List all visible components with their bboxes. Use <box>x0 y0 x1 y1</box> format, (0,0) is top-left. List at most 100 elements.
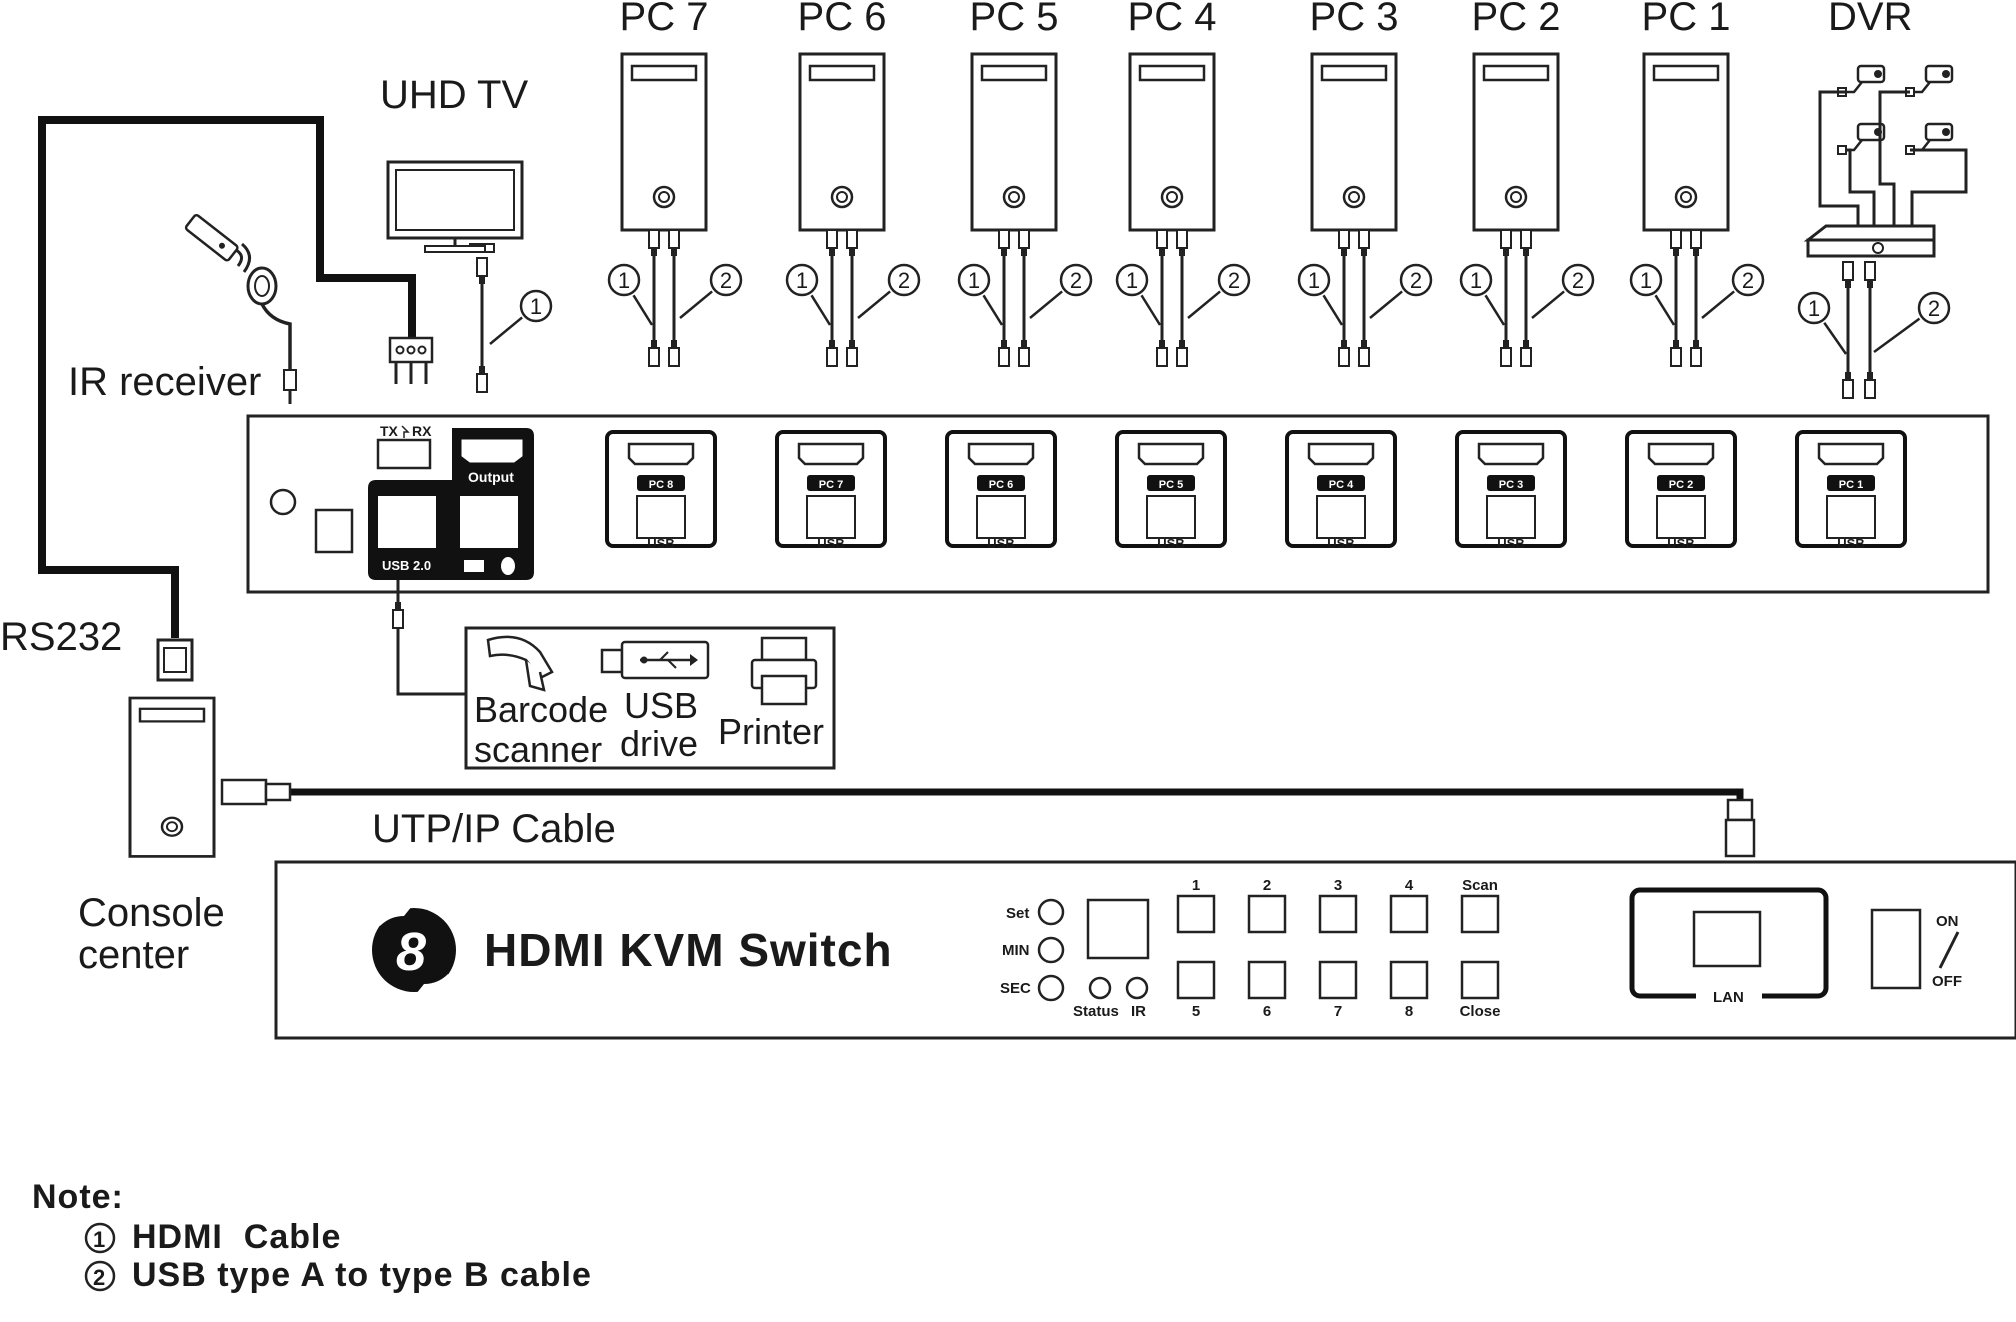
front-panel: 8 HDMI KVM Switch Set MIN SEC Status IR … <box>274 860 2016 1040</box>
status-label: Status <box>1073 1003 1119 1020</box>
printer-label: Printer <box>718 711 824 752</box>
set-button[interactable] <box>1037 898 1065 926</box>
ir-sensor-window <box>1125 976 1149 1000</box>
rear-port-box <box>314 508 354 554</box>
select-button[interactable] <box>1176 960 1216 1000</box>
cable-marker-number: 1 <box>1308 268 1320 293</box>
legend-note: Note: 1 HDMI Cable 2 USB type A to type … <box>32 1178 591 1294</box>
note-marker-1: 1 <box>93 1227 105 1252</box>
port-tag: PC 6 <box>989 479 1013 491</box>
cable-marker: 1 <box>957 263 1004 326</box>
pc-label: PC 3 <box>1310 0 1399 39</box>
set-label: Set <box>1006 905 1029 922</box>
cable-marker: 2 <box>679 263 743 319</box>
lan-port[interactable] <box>1692 910 1762 968</box>
pc-unit: PC 3 1 2 <box>1297 0 1433 367</box>
note-item-1: HDMI Cable <box>132 1218 341 1256</box>
select-button[interactable] <box>1318 894 1358 934</box>
barcode-label-line1: Barcode <box>474 689 608 730</box>
ir-receiver-label: IR receiver <box>68 360 261 404</box>
ir-label: IR <box>1131 1003 1146 1020</box>
rs232-label: RS232 <box>0 615 122 659</box>
pc-unit: PC 2 1 2 <box>1459 0 1595 367</box>
cable-marker-number: 2 <box>1928 296 1940 321</box>
rx-label: RX <box>412 423 432 439</box>
mouse-icon <box>501 557 515 575</box>
select-button-label: Scan <box>1462 877 1498 894</box>
cable-marker: 2 <box>1701 263 1765 319</box>
rj45-connector-icon <box>1726 798 1754 822</box>
cable-marker-number: 1 <box>618 268 630 293</box>
power-switch[interactable] <box>1870 908 1922 990</box>
brand-logo-icon: 8 <box>372 904 456 996</box>
usb-port-label: USB <box>1667 536 1694 551</box>
cable-marker-number: 1 <box>1808 296 1820 321</box>
pc-tower-icon <box>970 52 1058 232</box>
select-button[interactable] <box>1247 894 1287 934</box>
cable-marker-number: 2 <box>1410 268 1422 293</box>
cable-marker: 1 <box>607 263 654 326</box>
display-window <box>1086 898 1150 960</box>
printer-icon <box>750 636 818 706</box>
status-led <box>1088 976 1112 1000</box>
cable-marker-number: 1 <box>796 268 808 293</box>
usb-port-label: USB <box>817 536 844 551</box>
cable-marker-number: 2 <box>1228 268 1240 293</box>
cable-marker: 1 <box>1629 263 1676 326</box>
dvr-box <box>1803 224 1936 242</box>
select-button[interactable] <box>1460 960 1500 1000</box>
usb-port-label: USB <box>987 536 1014 551</box>
cable-marker: 2 <box>857 263 921 319</box>
pc-port[interactable]: PC 6 USB <box>945 430 1057 551</box>
uhd-tv: UHD TV <box>380 73 528 253</box>
cable-marker: 2 <box>1873 291 1951 354</box>
sec-button[interactable] <box>1037 974 1065 1002</box>
select-button[interactable] <box>1460 894 1500 934</box>
select-button-label: 3 <box>1334 877 1342 894</box>
cable-marker: 1 <box>785 263 832 326</box>
min-button[interactable] <box>1037 936 1065 964</box>
cable-marker-number: 1 <box>1470 268 1482 293</box>
select-button[interactable] <box>1176 894 1216 934</box>
select-button[interactable] <box>1318 960 1358 1000</box>
note-marker-2: 2 <box>93 1265 105 1290</box>
ground-screw-icon <box>269 488 297 516</box>
utp-cable: UTP/IP Cable <box>220 778 1756 858</box>
utp-cable-label: UTP/IP Cable <box>372 807 616 851</box>
pc-label: PC 2 <box>1472 0 1561 39</box>
port-tag: PC 7 <box>819 479 843 491</box>
cable-marker-number: 1 <box>1126 268 1138 293</box>
port-tag: PC 4 <box>1329 479 1354 491</box>
ir-port-box <box>376 438 432 470</box>
console-center: Console center <box>78 696 225 977</box>
cable-marker-number: 2 <box>1572 268 1584 293</box>
pc-port[interactable]: PC 7 USB <box>775 430 887 551</box>
barcode-scanner-icon <box>486 635 554 692</box>
cable-marker: 2 <box>1029 263 1093 319</box>
ir-receiver: IR receiver <box>68 213 297 404</box>
select-button[interactable] <box>1389 894 1429 934</box>
select-button[interactable] <box>1247 960 1287 1000</box>
select-button-label: 1 <box>1192 877 1200 894</box>
note-title: Note: <box>32 1178 124 1216</box>
console-label-line2: center <box>78 933 189 977</box>
min-label: MIN <box>1002 942 1030 959</box>
pc-label: PC 4 <box>1128 0 1217 39</box>
cable-marker: 1 <box>1115 263 1162 326</box>
cable-marker-number: 2 <box>1070 268 1082 293</box>
usb-peripherals: Barcode scanner USB drive Printer <box>396 626 836 770</box>
select-button[interactable] <box>1389 960 1429 1000</box>
console-label-line1: Console <box>78 891 225 935</box>
pc-label: PC 1 <box>1642 0 1731 39</box>
